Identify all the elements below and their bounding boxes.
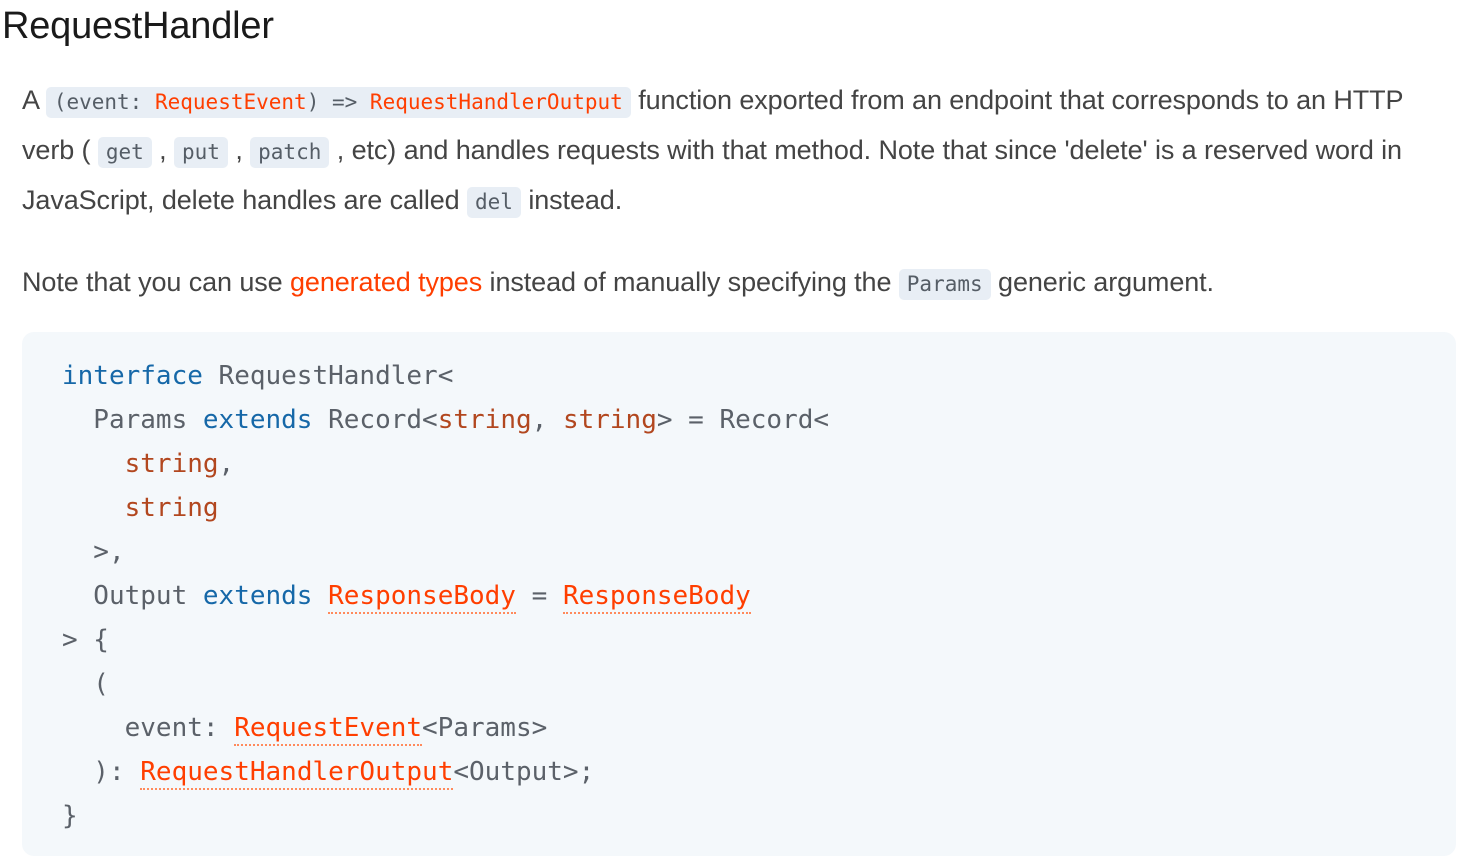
code-token: ( [62,669,109,699]
code-token: extends [202,581,313,611]
code-token [62,449,125,479]
paragraph-1-separator-2: , [227,135,251,165]
description-paragraph: A (event: RequestEvent) => RequestHandle… [0,76,1462,226]
signature-param-type: RequestEvent [154,90,307,114]
code-block-content: interface RequestHandler< Params extends… [62,354,1456,838]
paragraph-2-middle: instead of manually specifying the [482,267,899,297]
code-token: Output [62,581,203,611]
paragraph-1-after-verbs: , etc) and handles requests with that me… [22,135,1402,215]
paragraph-2-lead: Note that you can use [22,267,290,297]
code-token: = [515,581,563,611]
code-token: } [62,801,78,831]
code-token: RequestHandler< [202,361,454,391]
http-verb-put-chip: put [173,137,228,168]
code-type-link[interactable]: ResponseBody [562,581,751,614]
code-token: >, [62,537,125,567]
code-token: string [124,449,219,479]
code-token: > { [62,625,109,655]
signature-arrow: ) => [306,90,370,114]
code-block: interface RequestHandler< Params extends… [22,332,1456,856]
handler-signature-chip: (event: RequestEvent) => RequestHandlerO… [45,87,631,118]
code-type-link[interactable]: RequestHandlerOutput [140,757,454,790]
code-token: <Output>; [453,757,595,787]
generated-types-link[interactable]: generated types [289,267,483,297]
generated-types-note-paragraph: Note that you can use generated types in… [0,258,1476,308]
code-token [312,581,328,611]
code-token: interface [62,361,203,391]
paragraph-1-after-signature: function exported from an endpoint that … [22,85,1403,165]
code-type-link[interactable]: ResponseBody [328,581,516,614]
code-token: > = Record< [656,405,830,435]
code-token: event: [62,713,235,743]
http-verb-get-chip: get [97,137,152,168]
page-title: RequestHandler [2,5,274,47]
code-token [62,493,125,523]
code-token: <Params> [422,713,548,743]
code-token: extends [202,405,313,435]
del-keyword-chip: del [466,187,521,218]
params-generic-chip: Params [898,269,991,300]
signature-open-paren: (event: [53,90,155,114]
code-token: string [124,493,219,523]
code-token: , [531,405,563,435]
code-type-link[interactable]: RequestEvent [234,713,423,746]
paragraph-2-tail: generic argument. [990,267,1214,297]
http-verb-patch-chip: patch [250,137,330,168]
paragraph-1-tail: instead. [520,185,623,215]
code-token: , [218,449,235,479]
signature-return-type: RequestHandlerOutput [369,90,623,114]
paragraph-1-separator-1: , [151,135,174,165]
paragraph-1-lead: A [22,85,46,115]
code-token: string [562,405,657,435]
code-token: ): [62,757,141,787]
code-token: Params [62,405,203,435]
code-token: Record< [312,405,438,435]
code-token: string [437,405,532,435]
